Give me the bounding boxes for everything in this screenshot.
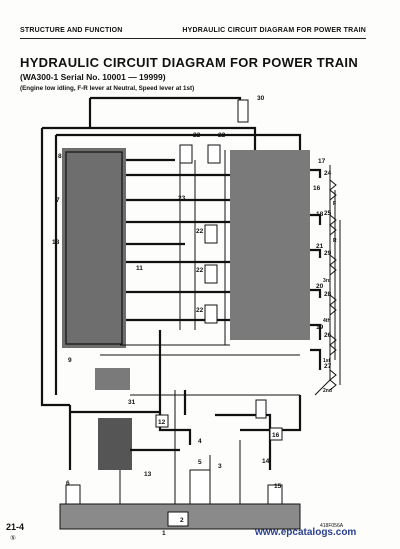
section-header: STRUCTURE AND FUNCTION	[20, 27, 123, 34]
pipe-lines	[40, 96, 322, 507]
component-number: 27	[324, 363, 332, 370]
clutch-label-1st: 1st	[323, 358, 331, 364]
component-number: 22	[218, 132, 226, 139]
component-number: 18	[52, 239, 60, 246]
component-number: 5	[198, 459, 202, 466]
component-number: 31	[128, 399, 136, 406]
component-number: 12	[158, 419, 166, 426]
component-number: 4	[198, 438, 202, 445]
header-rule	[20, 38, 366, 39]
clutch-label-3rd: 3rd	[323, 278, 331, 284]
component-number: 16	[272, 432, 280, 439]
component-number: 25	[324, 210, 332, 217]
component-number: 20	[316, 283, 324, 290]
component-number: 6	[66, 480, 70, 487]
priority-valve-block	[95, 368, 130, 390]
component-number: 17	[318, 158, 326, 165]
component-number: 24	[324, 170, 332, 177]
operating-condition: (Engine low idling, F-R lever at Neutral…	[20, 85, 195, 92]
component-number: 13	[144, 471, 152, 478]
model-serial: (WA300-1 Serial No. 10001 — 19999)	[20, 72, 166, 82]
component-number: 7	[56, 197, 60, 204]
clutch-label-4th: 4th	[323, 318, 331, 324]
component-number: 8	[58, 153, 62, 160]
component-number: 28	[324, 291, 332, 298]
page-title: HYDRAULIC CIRCUIT DIAGRAM FOR POWER TRAI…	[20, 55, 359, 70]
callout-box-16	[269, 427, 283, 441]
clutch-pack-block	[230, 150, 310, 340]
component-number: 22	[196, 267, 204, 274]
component-number: 11	[136, 265, 143, 272]
component-number: 15	[274, 483, 282, 490]
component-number: 30	[257, 95, 265, 102]
component-number: 22	[196, 228, 204, 235]
component-number: 18	[316, 211, 324, 218]
valve-symbols	[65, 99, 283, 509]
revision-mark: ⑤	[10, 535, 16, 542]
transmission-valve-block	[62, 148, 126, 348]
page-number: 21-4	[6, 522, 25, 532]
component-number: 23	[178, 195, 186, 202]
component-number: 21	[316, 243, 324, 250]
clutch-actuators	[329, 179, 337, 391]
component-number: 26	[324, 332, 332, 339]
component-number: 19	[316, 324, 324, 331]
component-number: 22	[196, 307, 204, 314]
component-number: 2	[180, 517, 184, 524]
component-number: 22	[193, 132, 201, 139]
callout-box-12	[155, 414, 169, 428]
tank-label-box	[167, 511, 189, 527]
component-number: 29	[324, 250, 332, 257]
pilot-lines	[100, 150, 341, 505]
component-number: 16	[313, 185, 321, 192]
component-number: 14	[262, 458, 270, 465]
running-header: HYDRAULIC CIRCUIT DIAGRAM FOR POWER TRAI…	[182, 27, 366, 34]
component-number: 9	[68, 357, 72, 364]
component-number: 1	[162, 530, 166, 537]
component-number: 3	[218, 463, 222, 470]
pump-block	[98, 418, 132, 470]
watermark: www.epcatalogs.com	[255, 527, 357, 538]
clutch-label-2nd: 2nd	[323, 388, 332, 394]
drawing-number: 418F056A	[320, 523, 344, 529]
clutch-label-r: R	[333, 238, 337, 244]
clutch-label-f: F	[333, 201, 336, 207]
